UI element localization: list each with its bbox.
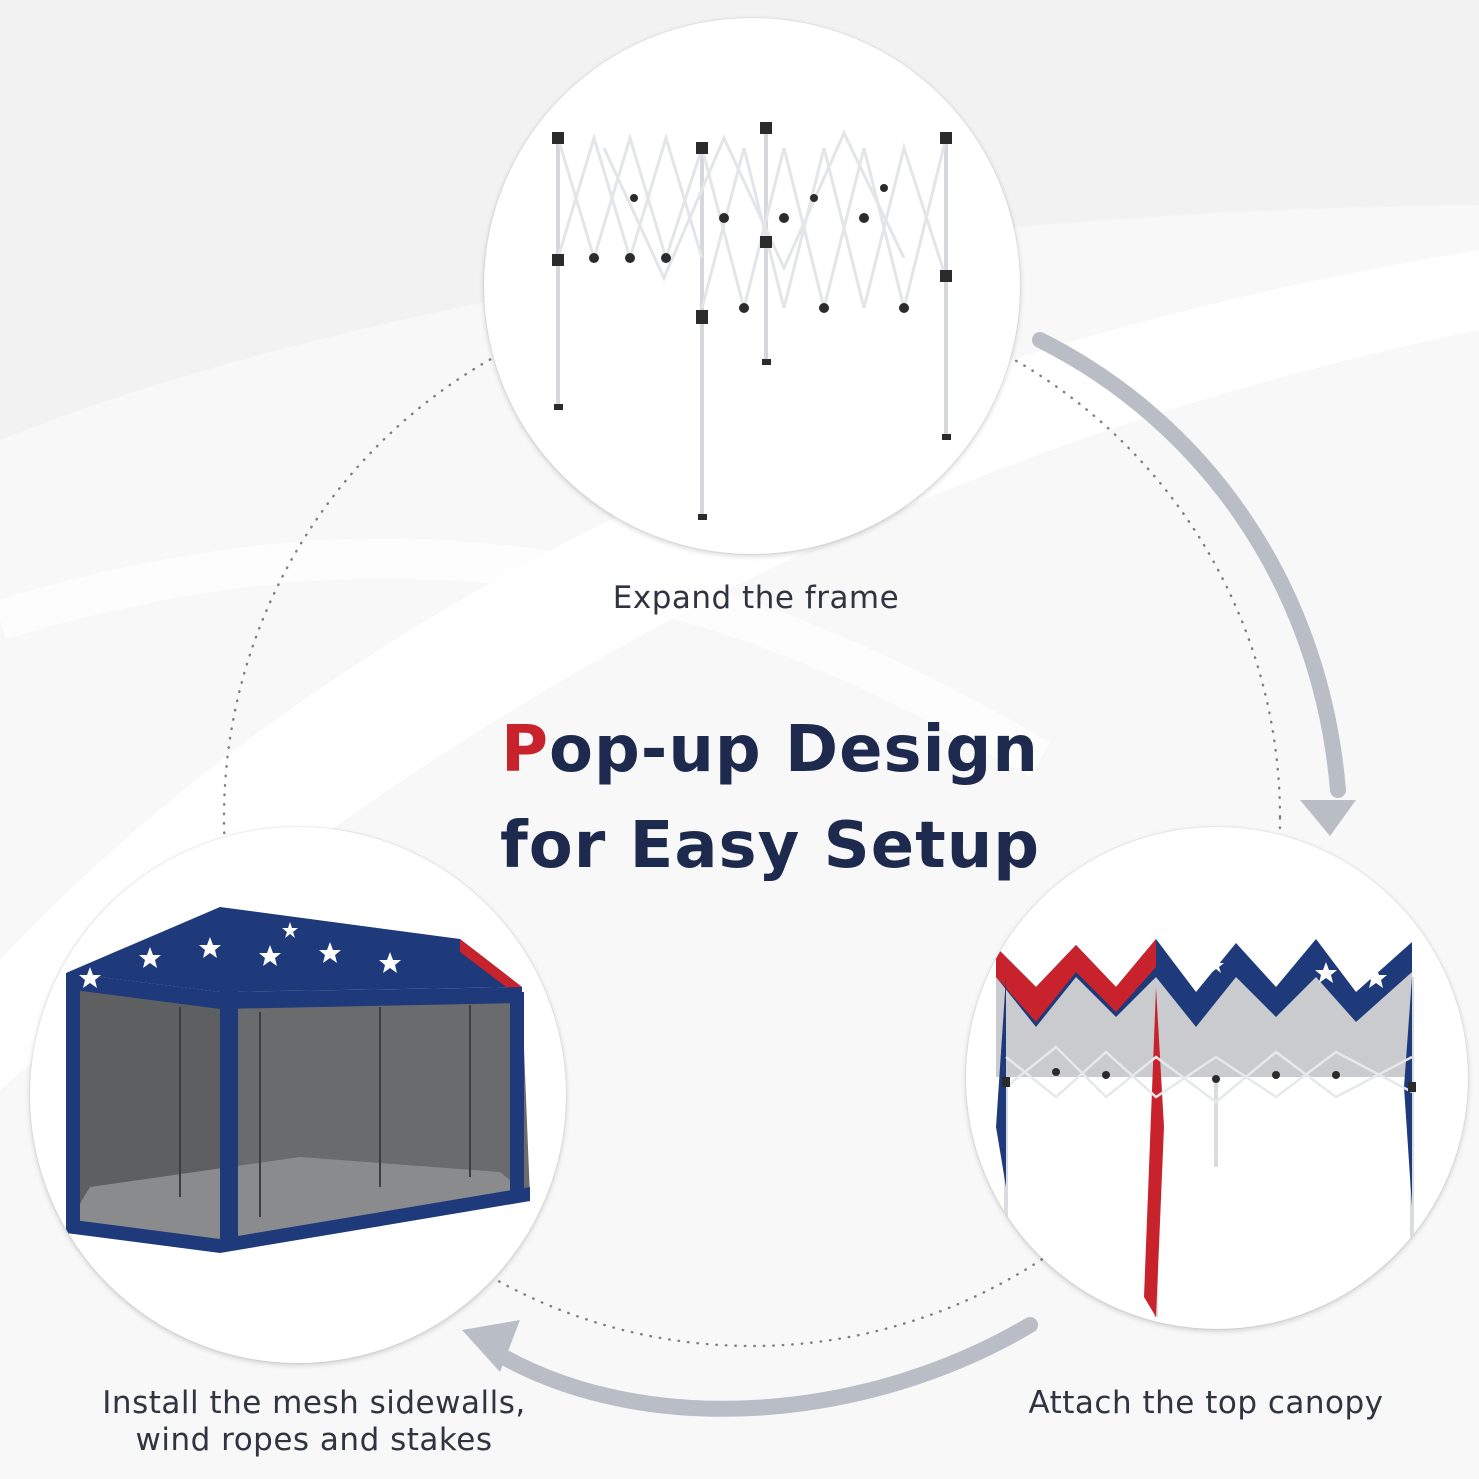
cycle-arrow-icon [1032, 332, 1356, 836]
title-accent-letter: P [501, 713, 549, 787]
mesh-tent-illustration [66, 907, 530, 1253]
title-line-1-rest: op-up Design [548, 713, 1039, 787]
canopy-illustration [996, 939, 1416, 1317]
mesh-sidewall-tent-photo [30, 827, 566, 1363]
step-caption-mesh-line-1: Install the mesh sidewalls, [102, 1385, 526, 1421]
title-line-1: Pop-up Design [430, 702, 1110, 798]
canopy-attached-photo [966, 827, 1468, 1329]
frame-illustration [552, 122, 952, 520]
title-line-2: for Easy Setup [499, 809, 1041, 883]
step-caption-expand: Expand the frame [612, 580, 900, 616]
background-swoosh [0, 538, 1051, 778]
background-swoosh [0, 250, 1479, 1090]
page-title: Pop-up Design for Easy Setup [430, 702, 1110, 894]
step-caption-mesh-line-2: wind ropes and stakes [135, 1422, 493, 1458]
cycle-arrow-icon [462, 1317, 1038, 1417]
expanded-frame-photo [484, 18, 1020, 554]
step-caption-mesh: Install the mesh sidewalls, wind ropes a… [84, 1385, 544, 1459]
step-caption-canopy: Attach the top canopy [1028, 1385, 1384, 1421]
